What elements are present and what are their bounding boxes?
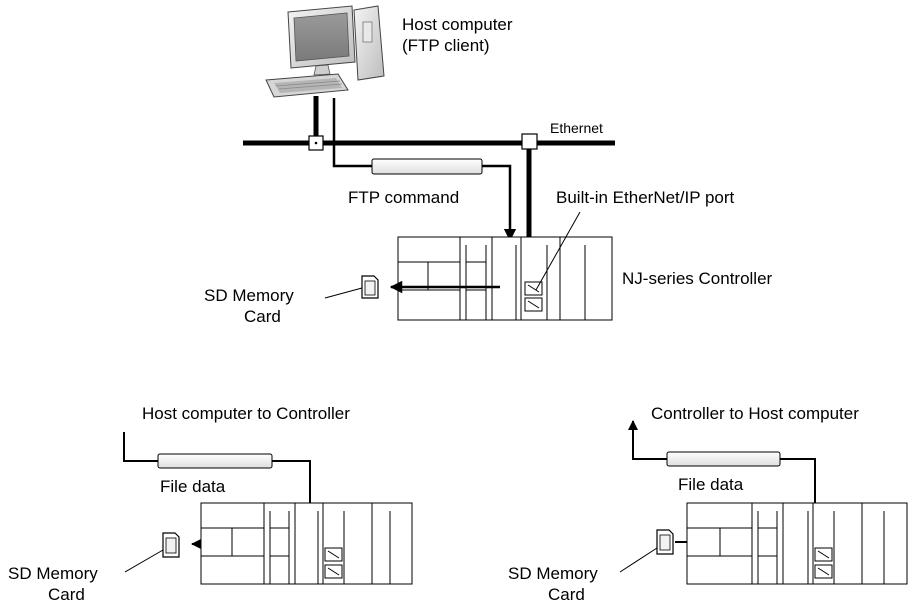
controller-label: NJ-series Controller (622, 269, 773, 288)
port-label: Built-in EtherNet/IP port (556, 188, 735, 207)
sd-card-label-2: Card (244, 307, 281, 326)
port-leader (535, 211, 581, 291)
ethernet-label: Ethernet (550, 120, 603, 136)
sd-card-leader (324, 287, 363, 299)
controller-to-host-title: Controller to Host computer (651, 404, 859, 423)
ftp-client-label: (FTP client) (402, 36, 490, 55)
sd-card-icon (361, 275, 379, 299)
sd-card-label-right-2: Card (548, 585, 585, 604)
host-computer-label: Host computer (402, 15, 513, 34)
host-computer-icon (265, 5, 385, 98)
file-data-packet-left (157, 453, 273, 469)
file-data-label-left: File data (160, 477, 226, 496)
sd-card-label-right: SD Memory (508, 564, 598, 583)
controller-left (200, 502, 413, 585)
controller-tap-box (521, 133, 538, 150)
nj-controller (397, 236, 613, 321)
sd-card-label-left: SD Memory (8, 564, 98, 583)
sd-card-label-left-2: Card (48, 585, 85, 604)
sd-card-label: SD Memory (204, 286, 294, 305)
ftp-command-packet (371, 158, 483, 175)
sd-card-leader-right (619, 547, 658, 573)
sd-card-icon-right (656, 529, 674, 555)
controller-right (686, 502, 908, 585)
sd-card-icon-left (162, 532, 180, 558)
file-data-packet-right (666, 451, 781, 467)
ftp-command-label: FTP command (348, 188, 459, 207)
sd-card-leader-left (124, 549, 164, 573)
host-to-controller-title: Host computer to Controller (142, 404, 350, 423)
file-data-label-right: File data (678, 475, 744, 494)
